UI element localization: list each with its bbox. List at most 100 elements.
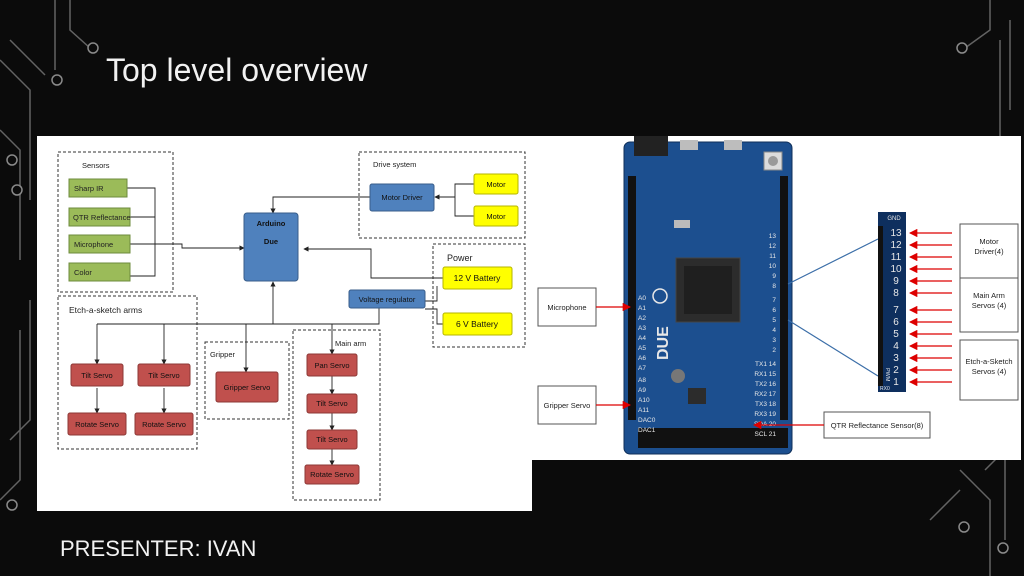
analog-pin-8: A8 <box>638 377 646 384</box>
digital-pin-10: 10 <box>769 263 777 270</box>
battery-6v <box>442 312 513 336</box>
comm-pin-15: RX1 15 <box>754 371 776 378</box>
main-arm-group <box>292 329 381 501</box>
power-label: Power <box>447 253 473 263</box>
motor-driver-side-box <box>959 223 1019 279</box>
etch-tilt-servo-2 <box>137 363 191 387</box>
main-rotate-servo-label: Rotate Servo <box>310 470 354 479</box>
comm-pin-14: TX1 14 <box>755 361 776 368</box>
digital-pin-13: 13 <box>769 233 777 240</box>
pwm-header-gnd: GND <box>887 216 901 222</box>
usb-port-2 <box>724 140 742 150</box>
etch-rotate-servo-2 <box>134 412 194 436</box>
digital-pin-7: 7 <box>772 297 776 304</box>
comm-pin-17: RX2 17 <box>754 391 776 398</box>
power-jack <box>634 136 668 156</box>
main-arm-servos-label-1: Main Arm <box>973 291 1005 300</box>
digital-pin-5: 5 <box>772 317 776 324</box>
etch-servos-label-2: Servos (4) <box>972 367 1007 376</box>
analog-pin-11: A11 <box>638 407 649 414</box>
digital-pin-3: 3 <box>772 337 776 344</box>
battery-12v-label: 12 V Battery <box>454 273 502 283</box>
analog-pin-0: A0 <box>638 295 646 302</box>
bottom-header <box>638 428 788 448</box>
main-arm-servos-label-2: Servos (4) <box>972 301 1007 310</box>
qtr-sensor-box <box>823 411 931 439</box>
sensors-group <box>57 151 174 293</box>
pwm-rx0-label: RX0 <box>880 386 890 392</box>
analog-pin-9: A9 <box>638 387 646 394</box>
pwm-pin-10: 10 <box>890 264 902 275</box>
analog-pin-2: A2 <box>638 315 646 322</box>
power-group <box>432 243 526 348</box>
etch-rotate-servo-2-label: Rotate Servo <box>142 420 186 429</box>
main-tilt-servo-2-label: Tilt Servo <box>316 435 347 444</box>
arduino-logo-icon <box>652 288 668 304</box>
sensor-color <box>68 262 131 282</box>
sensor-microphone-label: Microphone <box>74 240 113 249</box>
etch-tilt-servo-1 <box>70 363 124 387</box>
pan-servo-box <box>306 353 358 377</box>
etch-servos-box <box>959 339 1019 401</box>
comm-pin-16: TX2 16 <box>755 381 776 388</box>
digital-pin-6: 6 <box>772 307 776 314</box>
reset-button-cap <box>768 156 778 166</box>
motor-driver-label: Motor Driver <box>381 193 423 202</box>
gripper-label: Gripper <box>210 350 236 359</box>
etch-rotate-servo-1 <box>67 412 127 436</box>
dac0-pin: DAC0 <box>638 417 656 424</box>
slide-title: Top level overview <box>106 52 368 88</box>
qtr-sensor-label: QTR Reflectance Sensor(8) <box>831 421 924 430</box>
crystal <box>674 220 690 228</box>
motor-label-2: Motor <box>486 212 506 221</box>
microphone-box <box>537 287 597 327</box>
small-chip <box>688 388 706 404</box>
pwm-pin-12: 12 <box>890 240 902 251</box>
pwm-pin-8: 8 <box>893 288 899 299</box>
pwm-pin-4: 4 <box>893 341 899 352</box>
drive-system-label: Drive system <box>373 160 416 169</box>
block-diagram-panel: Sensors Drive system Power Etch-a-sketch… <box>37 136 532 511</box>
gripper-servo-label: Gripper Servo <box>224 383 271 392</box>
voltage-regulator-box <box>348 289 426 309</box>
sensor-color-label: Color <box>74 268 92 277</box>
dac1-pin: DAC1 <box>638 427 656 434</box>
motor-driver-box <box>369 183 435 212</box>
presenter-label: PRESENTER: IVAN <box>60 536 257 561</box>
pwm-pin-7: 7 <box>893 305 899 316</box>
main-arm-label: Main arm <box>335 339 366 348</box>
pwm-pin-11: 11 <box>891 252 902 263</box>
pwm-pin-6: 6 <box>893 317 899 328</box>
motor-driver-side-label-1: Motor <box>979 237 999 246</box>
sensor-microphone <box>68 234 131 254</box>
board-diagram: A0 A1 A2 A3 A4 A5 A6 A7 A8 A9 A10 A11 DA… <box>537 136 1019 455</box>
etch-servos-label-1: Etch-a-Sketch <box>965 357 1012 366</box>
sensor-sharp-ir-label: Sharp IR <box>74 184 104 193</box>
etch-tilt-servo-1-label: Tilt Servo <box>81 371 112 380</box>
digital-pin-8: 8 <box>772 283 776 290</box>
gripper-servo-side-box <box>537 385 597 425</box>
pwm-pin-13: 13 <box>890 228 902 239</box>
analog-pin-7: A7 <box>638 365 646 372</box>
battery-6v-label: 6 V Battery <box>456 319 499 329</box>
digital-pin-12: 12 <box>769 243 777 250</box>
capacitor <box>671 369 685 383</box>
pan-servo-label: Pan Servo <box>314 361 349 370</box>
etch-rotate-servo-1-label: Rotate Servo <box>75 420 119 429</box>
analog-pin-1: A1 <box>638 305 646 312</box>
left-header <box>628 176 636 420</box>
etch-arms-group <box>57 295 198 450</box>
comm-pin-19: RX3 19 <box>754 411 776 418</box>
gripper-servo-box <box>215 371 279 403</box>
analog-pin-3: A3 <box>638 325 646 332</box>
motor-label-1: Motor <box>486 180 506 189</box>
etch-arms-label: Etch-a-sketch arms <box>69 305 142 315</box>
block-diagram: Sensors Drive system Power Etch-a-sketch… <box>57 151 526 501</box>
sensor-sharp-ir <box>68 178 128 198</box>
digital-pin-9: 9 <box>772 273 776 280</box>
pwm-pin-5: 5 <box>893 329 899 340</box>
due-logo: DUE <box>655 326 672 360</box>
right-header <box>780 176 788 420</box>
due-label: Due <box>264 237 278 246</box>
gripper-group <box>204 341 290 420</box>
